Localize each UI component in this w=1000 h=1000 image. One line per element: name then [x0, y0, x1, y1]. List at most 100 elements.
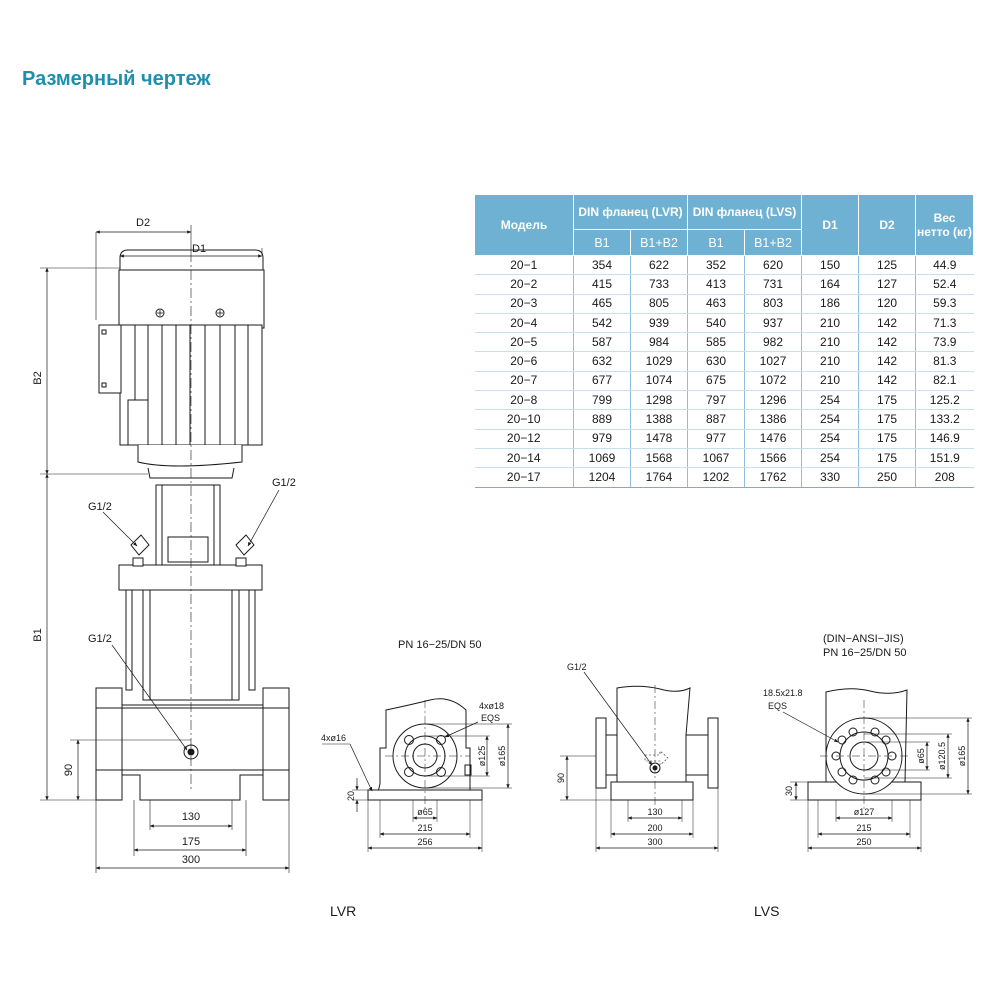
header-lvs-b1: B1: [687, 229, 746, 256]
lvr-d165-label: ø165: [497, 746, 507, 767]
lvr-view-labels: PN 16−25/DN 50 4xø16 4xø18 EQS ø125 ø165…: [321, 639, 507, 847]
lvs-w300-label: 300: [647, 837, 662, 847]
cell: 164: [801, 274, 860, 295]
cell: 413: [687, 274, 746, 295]
cell: 20−5: [474, 332, 574, 353]
cell: 1029: [629, 351, 689, 372]
cell: 1074: [629, 371, 689, 392]
cell: 1764: [629, 467, 689, 488]
cell: 979: [573, 429, 631, 449]
cell: 887: [687, 409, 746, 430]
port-g-low-label: G1/2: [88, 633, 112, 645]
cell: 675: [687, 371, 746, 392]
header-d1: D1: [801, 194, 860, 256]
cell: 803: [744, 294, 803, 314]
header-lvr-b1b2: B1+B2: [629, 229, 689, 256]
dim-175-label: 175: [182, 836, 200, 848]
lvs-h30-label: 30: [784, 786, 794, 796]
cell: 984: [629, 332, 689, 353]
cell: 632: [573, 351, 631, 372]
lvr-label: LVR: [330, 903, 356, 919]
cell: 146.9: [915, 429, 974, 449]
pump-view-labels: D2 D1 B2 B1 90 G1/2 G1/2 G1/2 130 175 30…: [32, 217, 296, 866]
dim-d2-label: D2: [136, 217, 150, 229]
dim-b2-label: B2: [32, 371, 44, 384]
lvs-label: LVS: [754, 903, 779, 919]
cell: 208: [915, 467, 974, 488]
lvs-d127-label: ø127: [854, 807, 875, 817]
cell: 622: [629, 255, 689, 276]
lvs-w215-label: 215: [856, 823, 871, 833]
cell: 587: [573, 332, 631, 353]
cell: 1476: [744, 429, 803, 449]
cell: 142: [858, 332, 917, 353]
head-plate: [118, 564, 263, 591]
cell: 151.9: [915, 448, 974, 469]
lvs-flange-view: [782, 688, 972, 852]
cell: 1388: [629, 409, 689, 430]
header-weight: Вес нетто (кг): [915, 194, 975, 256]
cell: 186: [801, 294, 860, 314]
cell: 254: [801, 429, 860, 449]
dim-b1-label: B1: [32, 628, 44, 641]
header-din-lvs: DIN фланец (LVS): [687, 194, 803, 230]
cell: 125.2: [915, 390, 974, 411]
cell: 731: [744, 274, 803, 295]
lvs-w250-label: 250: [856, 837, 871, 847]
cell: 175: [858, 448, 917, 469]
lvs-eqs-label: EQS: [768, 701, 787, 711]
cell: 354: [573, 255, 631, 276]
cell: 59.3: [915, 294, 974, 314]
cell: 73.9: [915, 332, 974, 353]
cell: 210: [801, 332, 860, 353]
dim-130-label: 130: [182, 811, 200, 823]
lvs-slot-label: 18.5x21.8: [763, 688, 803, 698]
cell: 1298: [629, 390, 689, 411]
cell: 1067: [687, 448, 746, 469]
cell: 150: [801, 255, 860, 276]
cell: 1478: [629, 429, 689, 449]
cell: 175: [858, 390, 917, 411]
cell: 1204: [573, 467, 631, 488]
cell: 1386: [744, 409, 803, 430]
lvs-side-labels: G1/2 90 130 200 300: [556, 662, 663, 847]
cell: 630: [687, 351, 746, 372]
lvs-caption-1: (DIN−ANSI−JIS): [823, 633, 904, 645]
cell: 1069: [573, 448, 631, 469]
lvs-w200-label: 200: [647, 823, 662, 833]
screw-icon: [155, 308, 165, 318]
dim-90-label: 90: [63, 764, 75, 776]
cell: 142: [858, 371, 917, 392]
lvr-holes-left-label: 4xø16: [321, 733, 346, 743]
lvs-d1205-label: ø120.5: [937, 742, 947, 770]
cell: 71.3: [915, 313, 974, 334]
cell: 1568: [629, 448, 689, 469]
cell: 20−14: [474, 448, 574, 469]
left-flange: [95, 687, 123, 801]
cell: 733: [629, 274, 689, 295]
dim-300-label: 300: [182, 854, 200, 866]
cell: 20−4: [474, 313, 574, 334]
cell: 465: [573, 294, 631, 314]
cell: 20−12: [474, 429, 574, 449]
cell: 82.1: [915, 371, 974, 392]
lvs-d165-label: ø165: [957, 746, 967, 767]
lvr-view: [322, 698, 512, 852]
header-d2: D2: [858, 194, 917, 256]
header-lvs-b1b2: B1+B2: [744, 229, 803, 256]
cell: 44.9: [915, 255, 974, 276]
cell: 142: [858, 313, 917, 334]
lvr-holes-right-label: 4xø18: [479, 701, 504, 711]
cell: 81.3: [915, 351, 974, 372]
lvr-eqs-label: EQS: [481, 713, 500, 723]
